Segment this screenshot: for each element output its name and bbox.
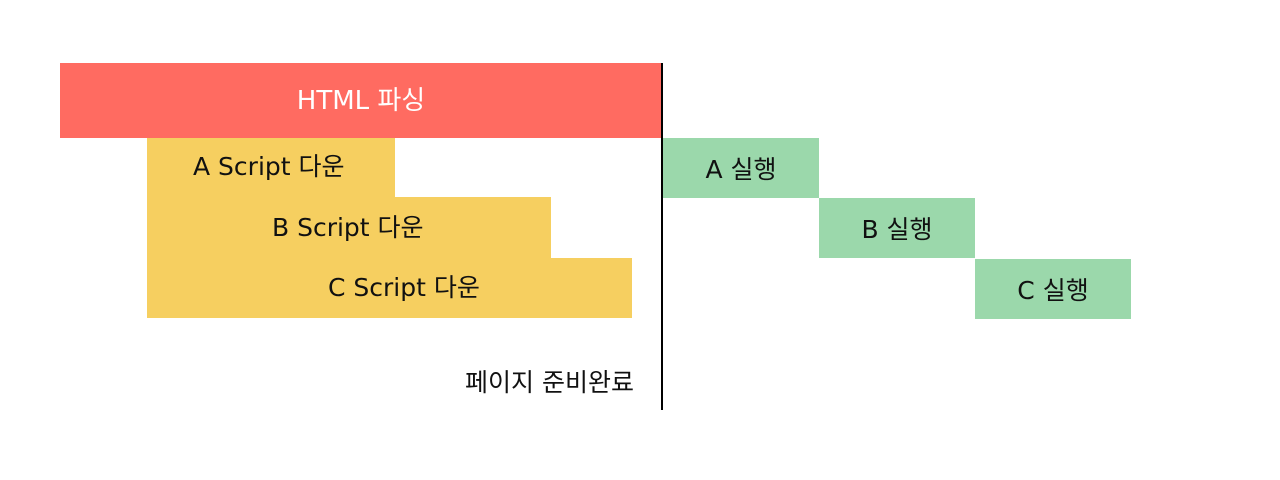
script-b-download-bar (147, 197, 551, 259)
script-a-execute-bar (663, 138, 819, 198)
script-a-download-label: A Script 다운 (193, 152, 345, 181)
script-b-execute-bar (819, 198, 975, 258)
script-b-execute-label: B 실행 (861, 215, 933, 244)
script-b-download-label: B Script 다운 (272, 213, 424, 242)
html-parsing-bar (60, 63, 662, 138)
script-c-execute-label: C 실행 (1017, 276, 1089, 305)
script-c-execute-bar (975, 259, 1131, 319)
page-ready-label: 페이지 준비완료 (465, 368, 634, 397)
script-c-download-label: C Script 다운 (328, 273, 480, 302)
script-c-download-bar (147, 258, 632, 318)
page-ready-marker-line (661, 63, 663, 410)
html-parsing-label: HTML 파싱 (296, 85, 426, 116)
script-a-download-bar (147, 138, 395, 198)
script-a-execute-label: A 실행 (705, 155, 777, 184)
